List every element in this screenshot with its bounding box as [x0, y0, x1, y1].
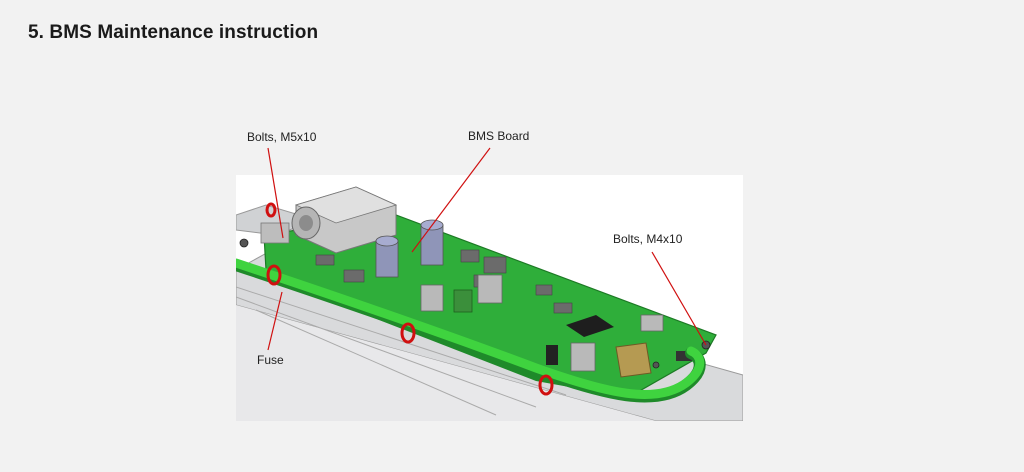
section-title: 5. BMS Maintenance instruction	[28, 22, 319, 43]
bms-figure	[236, 175, 743, 421]
bms-assembly-illustration	[236, 186, 743, 421]
callout-bms-board: BMS Board	[468, 129, 530, 143]
callout-bolts-m4: Bolts, M4x10	[613, 232, 683, 246]
callout-fuse: Fuse	[257, 353, 284, 367]
callout-bolts-m5: Bolts, M5x10	[247, 130, 317, 144]
tray-ribs	[236, 286, 567, 416]
green-cable	[236, 258, 705, 399]
processor-chip	[566, 315, 614, 337]
relay	[615, 342, 652, 378]
